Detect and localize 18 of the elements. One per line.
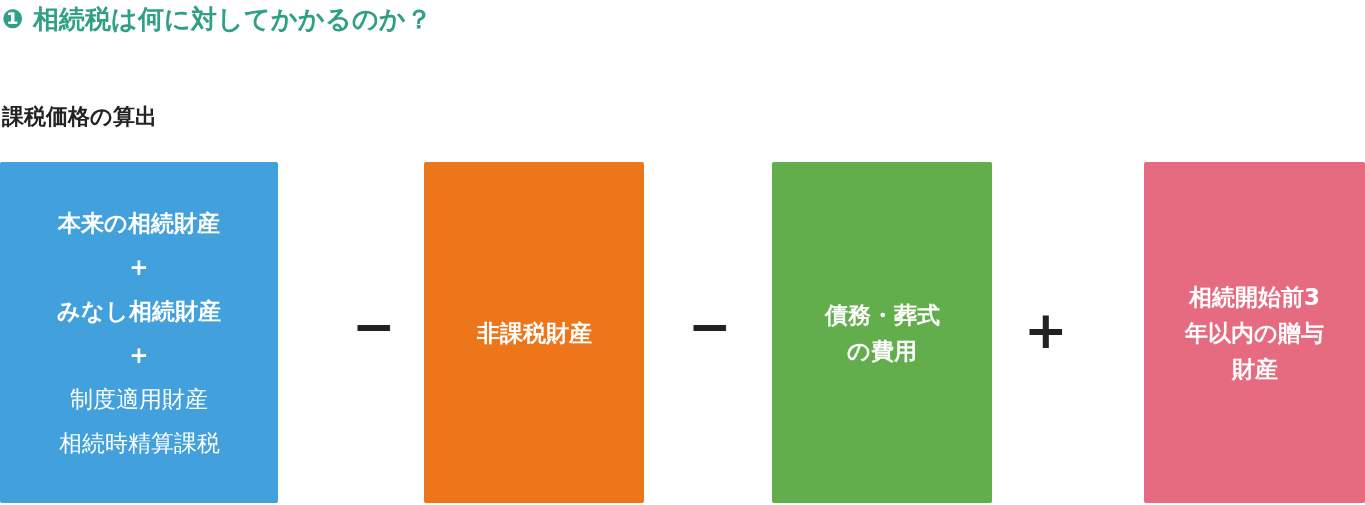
- box-text: 非課税財産: [476, 318, 592, 348]
- box-text: 本来の相続財産: [58, 208, 220, 238]
- box-text: 制度適用財産: [70, 384, 208, 414]
- plus-sign: +: [1024, 304, 1068, 356]
- box-text: 債務・葬式の費用: [823, 300, 941, 366]
- minus-sign: −: [352, 300, 396, 352]
- heading: ❶ 相続税は何に対してかかるのか？: [2, 3, 433, 36]
- formula-box: [772, 162, 992, 503]
- subheading: 課税価格の算出: [2, 103, 157, 131]
- box-text: みなし相続財産: [57, 296, 221, 326]
- formula-box: [424, 162, 644, 503]
- formula-box: [1144, 162, 1365, 503]
- box-text: 相続時精算課税: [58, 428, 220, 458]
- box-text: +: [129, 340, 149, 370]
- formula-box: [0, 162, 278, 503]
- box-text: 相続開始前3年以内の贈与財産: [1183, 282, 1325, 384]
- minus-sign: −: [688, 300, 732, 352]
- box-text: +: [129, 252, 149, 282]
